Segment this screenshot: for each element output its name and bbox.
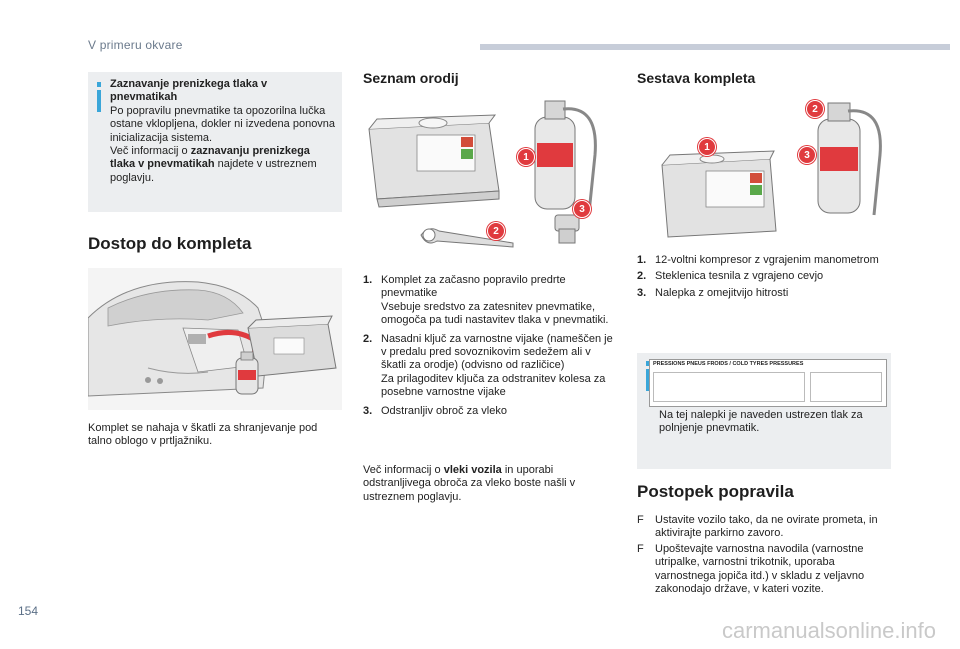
trunk-illustration — [88, 268, 342, 410]
kit-illustration — [661, 102, 882, 238]
tools-more-info: Več informacij o vleki vozila in uporabi… — [363, 464, 576, 503]
watermark: carmanualsonline.info — [721, 618, 936, 643]
list-item: 1.12-voltni kompresor z vgrajenim manome… — [637, 254, 879, 266]
access-text: Komplet se nahaja v škatli za shranjevan… — [88, 422, 318, 448]
sticker-title: PRESSIONS PNEUS FROIDS / COLD TYRES PRES… — [653, 361, 804, 367]
page-number: 154 — [18, 604, 39, 618]
tools-callout-2: 2 — [487, 222, 505, 240]
kit-title: Sestava kompleta — [637, 70, 756, 86]
access-title: Dostop do kompleta — [88, 234, 252, 253]
tools-title: Seznam orodij — [363, 70, 459, 86]
header-bar — [480, 44, 950, 50]
kit-callout-3: 3 — [798, 146, 816, 164]
tools-list: 1.Komplet za začasno popravilo predrte p… — [363, 274, 617, 423]
tools-callout-1: 1 — [517, 148, 535, 166]
pressure-label-text: Na tej nalepki je naveden ustrezen tlak … — [659, 409, 863, 435]
info-note-pressure-label: PRESSIONS PNEUS FROIDS / COLD TYRES PRES… — [637, 353, 891, 469]
note-body-2: Več informacij o zaznavanju prenizkega t… — [110, 145, 317, 184]
info-icon — [646, 361, 650, 391]
tools-illustration — [368, 100, 597, 248]
list-item: 3.Odstranljiv obroč za vleko — [363, 404, 507, 417]
pressure-sticker: PRESSIONS PNEUS FROIDS / COLD TYRES PRES… — [649, 359, 887, 407]
section-header: V primeru okvare — [88, 38, 183, 52]
list-item: 1.Komplet za začasno popravilo predrte p… — [363, 274, 609, 327]
list-item: 2.Steklenica tesnila z vgrajeno cevjo — [637, 270, 824, 283]
kit-callout-2: 2 — [806, 100, 824, 118]
kit-list: 1.12-voltni kompresor z vgrajenim manome… — [637, 254, 891, 305]
note-body-1: Po popravilu pnevmatike ta opozorilna lu… — [110, 104, 336, 144]
kit-callout-1: 1 — [698, 138, 716, 156]
tools-callout-3: 3 — [573, 200, 591, 218]
repair-title: Postopek popravila — [637, 482, 794, 501]
list-item: 2.Nasadni ključ za varnostne vijake (nam… — [363, 332, 613, 399]
info-note-low-pressure: Zaznavanje prenizkega tlaka v pnevmatika… — [88, 72, 342, 212]
list-item: 3.Nalepka z omejitvijo hitrosti — [637, 286, 789, 299]
info-icon — [97, 82, 101, 112]
note-title: Zaznavanje prenizkega tlaka v pnevmatika… — [110, 78, 268, 104]
